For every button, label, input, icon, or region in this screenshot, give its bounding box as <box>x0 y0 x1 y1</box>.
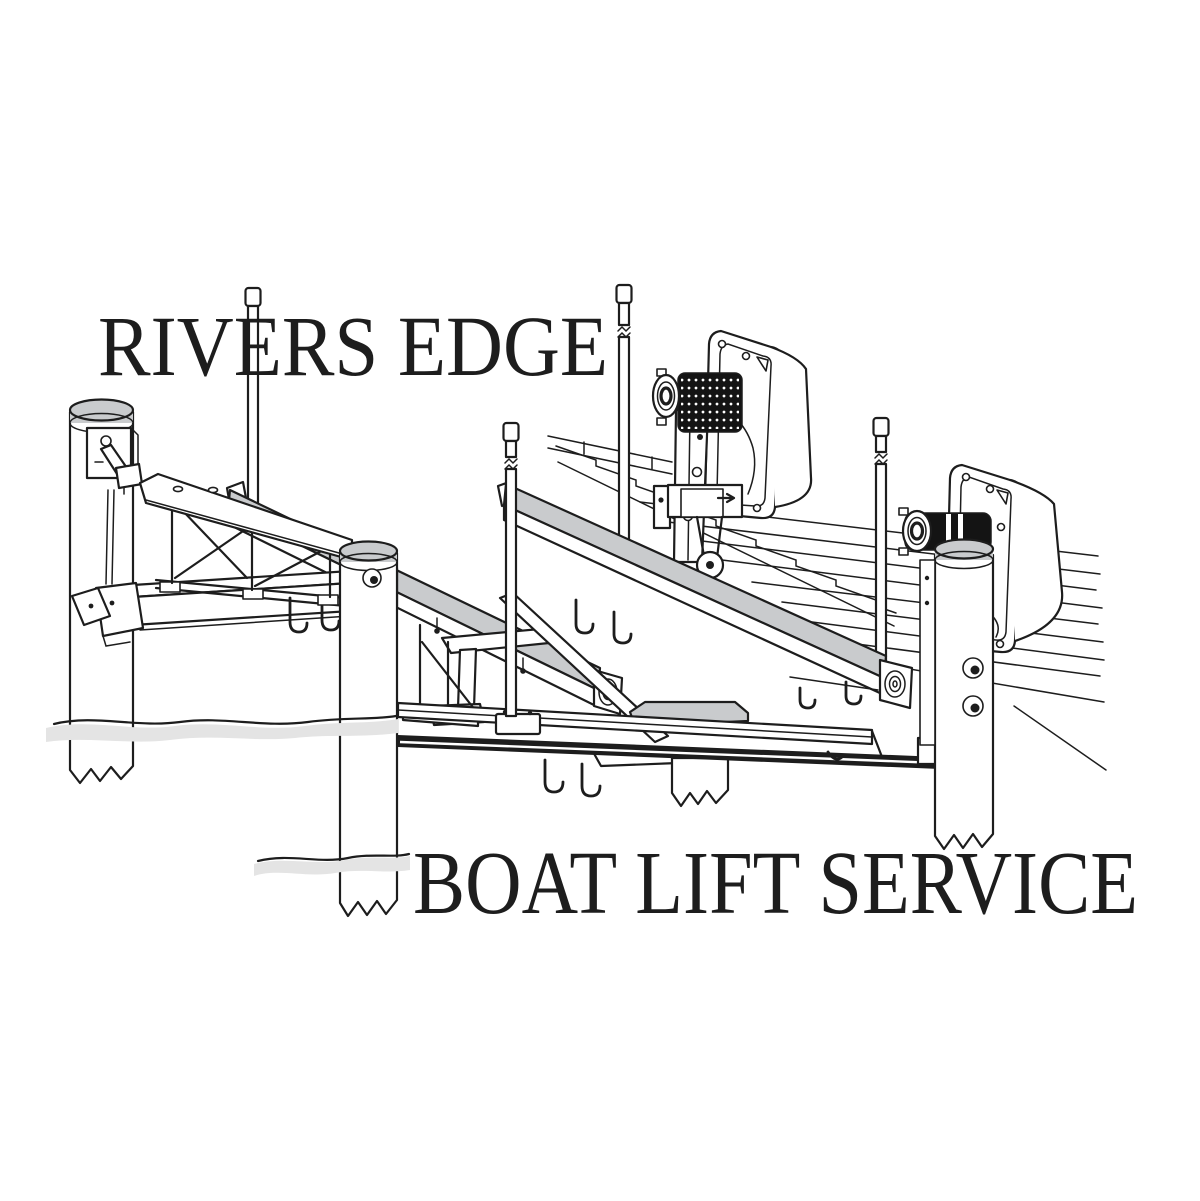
water-lines <box>46 714 411 876</box>
submerged-center-piling <box>670 756 730 808</box>
piling-bolt <box>962 695 984 717</box>
logo-line2: BOAT LIFT SERVICE <box>413 834 1138 933</box>
piling-bolt <box>962 657 984 679</box>
guide-pole-center <box>615 283 633 555</box>
right-piling <box>919 538 995 851</box>
bunk-wood-end-rear <box>878 658 914 710</box>
guide-pole-front <box>494 421 542 736</box>
logo-line1: RIVERS EDGE <box>98 298 608 394</box>
piling-bolt <box>362 568 382 588</box>
bunk-board-rear <box>496 479 914 710</box>
winch-motor-top <box>651 329 813 580</box>
guide-pole-right <box>872 416 890 664</box>
power-switch-box <box>85 426 144 585</box>
